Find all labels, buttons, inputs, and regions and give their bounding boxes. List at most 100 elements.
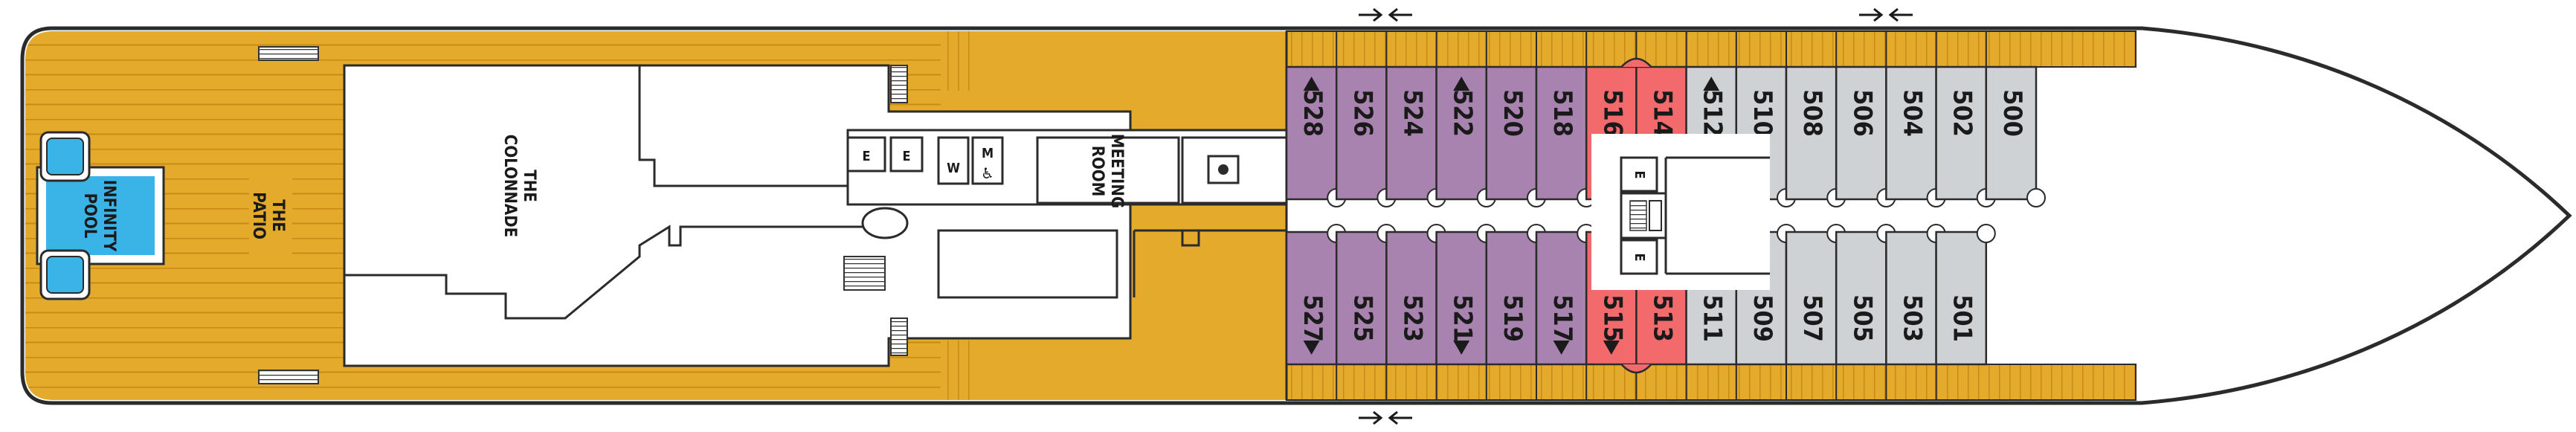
cabin-number: 512	[1698, 89, 1727, 137]
infinity-pool	[46, 176, 155, 255]
cabin-number: 501	[1948, 294, 1977, 342]
accessible-marker-icon	[1453, 77, 1470, 91]
deck-walkway-top	[941, 31, 970, 91]
central-stairs	[1629, 200, 1647, 231]
hot-tub	[46, 256, 84, 294]
cabin[interactable]	[1535, 65, 1588, 201]
lower-room	[937, 229, 1118, 299]
cabin-number: 506	[1847, 89, 1877, 137]
cabin-number: 505	[1847, 294, 1877, 342]
elevator-box	[846, 136, 886, 173]
safe-icon	[1218, 164, 1229, 175]
aft-stairwell-landing	[861, 207, 909, 239]
stair-marker	[258, 46, 319, 61]
cabin[interactable]	[1485, 230, 1538, 366]
cabin-number: 511	[1698, 294, 1727, 342]
cabin[interactable]	[1985, 65, 2038, 201]
elevator-box	[1620, 156, 1658, 193]
cabin-door	[1976, 224, 1996, 243]
elevator-box	[1620, 239, 1658, 275]
cabin-number: 513	[1648, 294, 1678, 342]
meeting-room-label: MEETINGROOM	[1088, 134, 1126, 208]
cabin-number: 521	[1448, 294, 1478, 342]
cabin-number: 503	[1898, 294, 1928, 342]
arrow-left-icon	[1388, 410, 1412, 425]
cabin-bay	[1620, 364, 1652, 374]
cabin-number: 527	[1298, 294, 1327, 342]
cabin-door	[2026, 188, 2046, 207]
cabin-number: 522	[1448, 89, 1478, 137]
stair-marker	[890, 317, 908, 356]
cabin[interactable]	[1385, 65, 1437, 201]
cabin[interactable]	[1335, 230, 1388, 366]
cabin-number: 517	[1548, 294, 1577, 342]
womens-restroom	[937, 136, 970, 185]
cabin[interactable]	[1385, 230, 1437, 366]
cabin[interactable]	[1335, 65, 1388, 201]
cabin-number: 508	[1797, 89, 1827, 137]
arrow-right-icon	[1859, 7, 1884, 22]
accessible-marker-icon	[1453, 341, 1470, 355]
patio-sign	[249, 171, 292, 260]
accessible-marker-icon	[1303, 341, 1320, 355]
cabin-number: 519	[1498, 294, 1527, 342]
patio-label: THEPATIO	[249, 192, 287, 239]
cabin-number: 518	[1548, 89, 1577, 137]
accessible-marker-icon	[1603, 341, 1620, 355]
accessible-restroom-icon: ♿	[981, 164, 994, 182]
arrow-right-icon	[1359, 7, 1383, 22]
accessible-marker-icon	[1703, 77, 1720, 91]
cabin-number: 520	[1498, 89, 1527, 137]
central-stair-landing	[1649, 200, 1662, 231]
cabin-number: 500	[1997, 89, 2027, 137]
cabin-number: 525	[1347, 294, 1377, 342]
arrow-left-icon	[1888, 7, 1913, 22]
aft-stairwell	[843, 256, 886, 291]
colonnade-label: THECOLONNADE	[500, 135, 538, 237]
cabin-grid: 528 526 524 522 520 518 516 514 512 510 508 506 504 5…	[1285, 30, 2137, 401]
mens-restroom-label: M	[982, 146, 994, 161]
cabin-number: 526	[1347, 89, 1377, 137]
cabin-number: 507	[1797, 294, 1827, 342]
cabin-number: 502	[1948, 89, 1977, 137]
cabin[interactable]	[1835, 230, 1887, 366]
cabin-number: 523	[1398, 294, 1428, 342]
arrow-left-icon	[1388, 7, 1412, 22]
meeting-room	[1036, 136, 1180, 204]
elevator-label: E	[902, 149, 910, 164]
cabin-number: 524	[1398, 89, 1428, 137]
cabin[interactable]	[1885, 65, 1937, 201]
arrow-right-icon	[1359, 410, 1383, 425]
elevator-label: E	[1632, 253, 1647, 261]
cabin-number: 509	[1748, 294, 1777, 342]
central-core-walls	[1664, 156, 1770, 275]
cabin-bay	[1620, 57, 1652, 68]
accessible-marker-icon	[1303, 77, 1320, 91]
balcony-strip	[1286, 30, 2137, 68]
cabin-number: 504	[1898, 89, 1928, 137]
deck-walkway-bottom	[941, 341, 970, 400]
cabin-number: 514	[1648, 89, 1678, 137]
womens-restroom-label: W	[947, 161, 960, 176]
cabin-number: 516	[1597, 89, 1627, 137]
accessible-marker-icon	[1553, 341, 1570, 355]
hot-tub	[46, 138, 84, 175]
cabin-number: 515	[1597, 294, 1627, 342]
balcony-strip	[1286, 364, 2137, 401]
colonnade-room	[343, 64, 1132, 367]
colonnade-walls	[344, 65, 889, 320]
elevator-label: E	[1632, 170, 1647, 178]
stair-marker	[890, 65, 908, 103]
mens-restroom	[971, 136, 1004, 185]
cabin[interactable]	[1785, 65, 1838, 201]
pool-label: INFINITYPOOL	[80, 180, 118, 252]
stair-marker	[258, 370, 319, 384]
cabin[interactable]	[1485, 65, 1538, 201]
lower-room-walls	[1133, 229, 1287, 297]
cabin[interactable]	[1835, 65, 1887, 201]
elevator-label: E	[862, 149, 870, 164]
cabin[interactable]	[1935, 230, 1988, 366]
cabin-number: 528	[1298, 89, 1327, 137]
cabin-number: 510	[1748, 89, 1777, 137]
